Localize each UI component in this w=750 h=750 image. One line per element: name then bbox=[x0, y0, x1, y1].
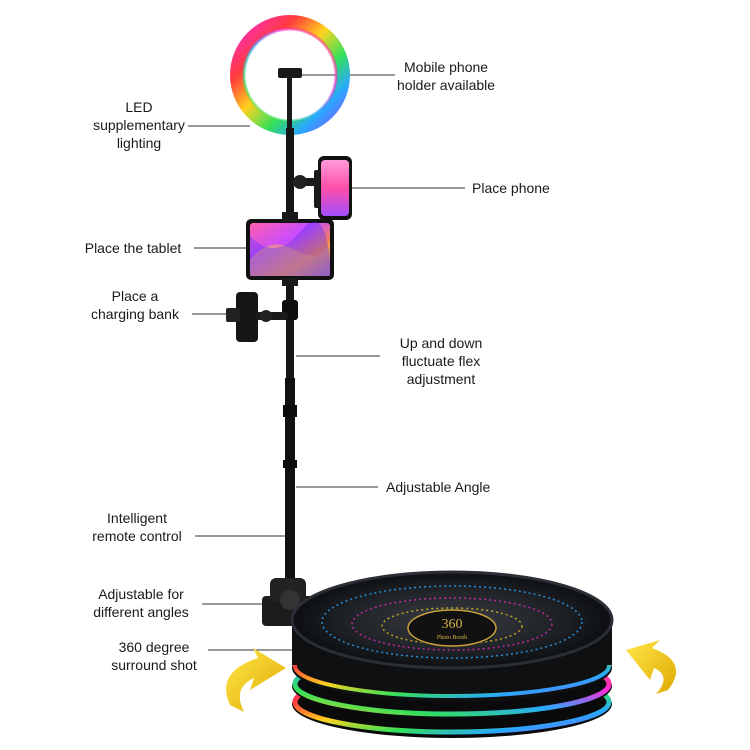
label-place-phone: Place phone bbox=[472, 180, 550, 196]
charging-bank bbox=[226, 292, 288, 342]
label-place-tablet: Place the tablet bbox=[84, 240, 182, 256]
label-remote-control: Intelligent remote control bbox=[92, 510, 182, 544]
rotating-platform bbox=[290, 570, 614, 738]
label-different-angles: Adjustable for different angles bbox=[93, 586, 189, 620]
platform-badge-text: Photo Booth bbox=[437, 635, 467, 641]
label-surround-shot: 360 degree surround shot bbox=[111, 639, 197, 673]
label-flex-adjustment: Up and down fluctuate flex adjustment bbox=[399, 335, 483, 387]
phone-holder bbox=[290, 156, 352, 220]
label-mobile-holder: Mobile phone holder available bbox=[397, 59, 496, 93]
label-led-lighting: LED supplementary lighting bbox=[93, 99, 185, 151]
platform-badge-number: 360 bbox=[442, 617, 463, 632]
tripod-pole bbox=[282, 128, 298, 598]
rotation-arrow-left-icon bbox=[226, 648, 286, 712]
leader-lines bbox=[188, 74, 465, 651]
tablet-holder bbox=[246, 212, 334, 286]
label-adjustable-angle: Adjustable Angle bbox=[386, 479, 491, 495]
rotation-arrow-right-icon bbox=[626, 640, 677, 694]
label-charging-bank: Place a charging bank bbox=[91, 288, 179, 322]
